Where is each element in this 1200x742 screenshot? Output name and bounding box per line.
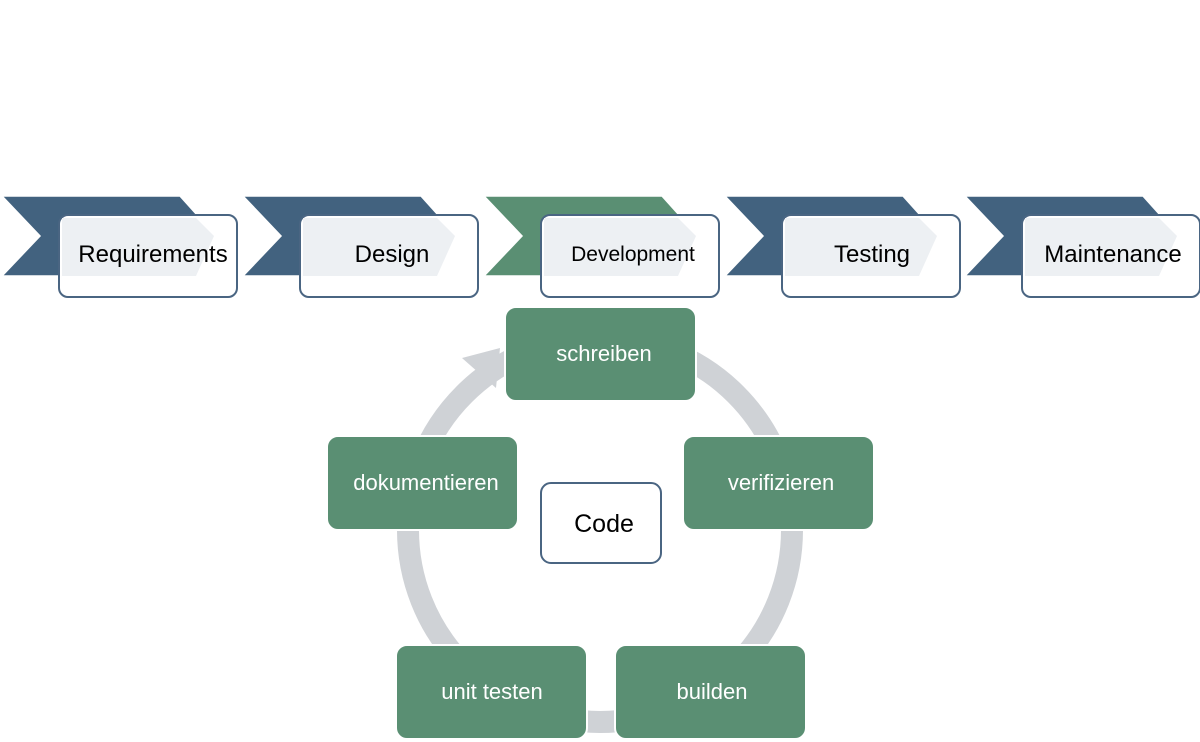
center-box — [540, 482, 662, 564]
cycle-step-dokumentieren[interactable]: dokumentieren — [326, 435, 519, 531]
stage-maintenance[interactable]: Maintenance — [963, 195, 1200, 298]
cycle-step-box — [395, 644, 588, 740]
stage-label: Testing — [834, 241, 910, 268]
cycle-step-box — [326, 435, 519, 531]
cycle-step-label: dokumentieren — [353, 470, 499, 495]
cycle-step-label: builden — [677, 679, 748, 704]
stage-box-highlight — [785, 218, 937, 276]
stage-box-highlight — [303, 218, 455, 276]
cycle-step-builden[interactable]: builden — [614, 644, 807, 740]
cycle-step-box — [614, 644, 807, 740]
stage-label: Requirements — [78, 241, 227, 268]
stage-testing[interactable]: Testing — [723, 195, 961, 298]
cycle-arrow-icon — [462, 348, 500, 388]
stage-box-highlight — [62, 218, 214, 276]
code-cycle: schreiben verifizieren builden unit test… — [326, 306, 875, 740]
center-label: Code — [574, 510, 634, 538]
cycle-step-verifizieren[interactable]: verifizieren — [682, 435, 875, 531]
stage-box-highlight — [544, 218, 696, 276]
stage-development[interactable]: Development — [482, 195, 720, 298]
stage-box-highlight — [1025, 218, 1177, 276]
cycle-step-box — [504, 306, 697, 402]
cycle-step-label: schreiben — [556, 341, 651, 366]
cycle-center-code[interactable]: Code — [540, 482, 662, 564]
stage-label: Design — [355, 241, 430, 268]
stage-label: Maintenance — [1044, 241, 1181, 268]
stage-requirements[interactable]: Requirements — [0, 195, 238, 298]
cycle-step-label: verifizieren — [728, 470, 834, 495]
cycle-step-schreiben[interactable]: schreiben — [504, 306, 697, 402]
cycle-step-unit-testen[interactable]: unit testen — [395, 644, 588, 740]
stage-design[interactable]: Design — [241, 195, 479, 298]
process-stages: Requirements Design Development Testing … — [0, 195, 1200, 298]
cycle-step-box — [682, 435, 875, 531]
stage-label: Development — [571, 243, 695, 266]
cycle-step-label: unit testen — [441, 679, 543, 704]
